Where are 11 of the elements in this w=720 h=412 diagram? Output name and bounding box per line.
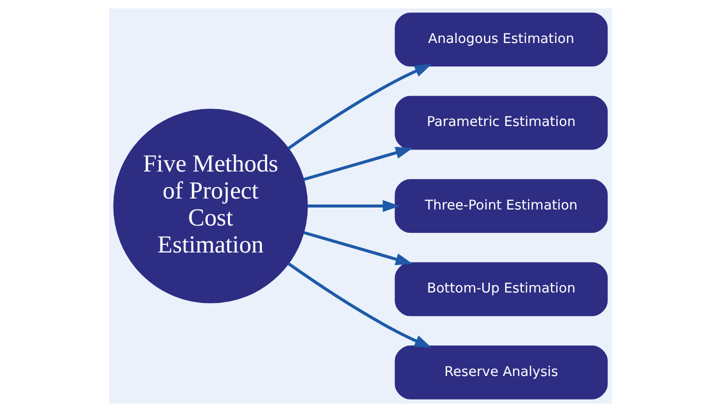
arrow	[287, 64, 432, 150]
arrow	[287, 262, 432, 348]
node-box: Analogous Estimation	[394, 12, 608, 66]
arrow	[302, 231, 412, 266]
arrow	[302, 146, 412, 181]
node-box: Parametric Estimation	[394, 96, 608, 150]
node-circle: Five Methods of Project Cost Estimation	[112, 108, 308, 304]
arrow	[306, 200, 400, 212]
node-box: Bottom-Up Estimation	[394, 262, 608, 316]
node-box: Reserve Analysis	[394, 346, 608, 400]
node-box: Three-Point Estimation	[394, 179, 608, 233]
